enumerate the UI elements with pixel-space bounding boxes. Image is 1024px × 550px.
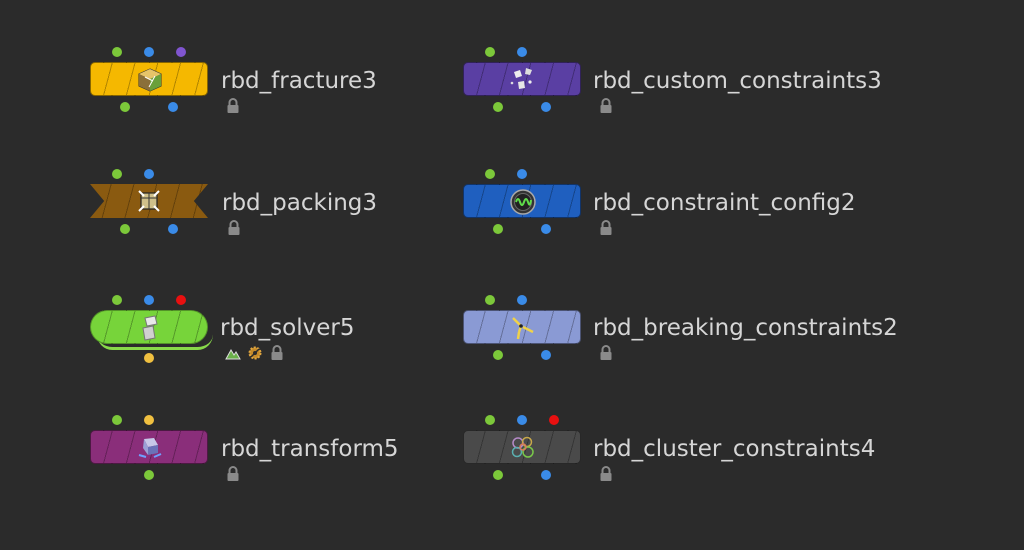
node-rbd-transform5[interactable] bbox=[90, 415, 212, 480]
node-flags bbox=[225, 466, 241, 482]
node-tile[interactable] bbox=[90, 310, 213, 350]
node-tile[interactable] bbox=[90, 62, 208, 96]
fracture-cube-icon bbox=[135, 65, 165, 95]
input-connector[interactable] bbox=[144, 415, 154, 425]
input-connector[interactable] bbox=[112, 47, 122, 57]
node-flags bbox=[598, 466, 614, 482]
node-rbd-constraint-config2[interactable] bbox=[463, 169, 585, 234]
output-connector[interactable] bbox=[493, 224, 503, 234]
output-connector[interactable] bbox=[144, 470, 154, 480]
input-connector[interactable] bbox=[517, 415, 527, 425]
node-label[interactable]: rbd_custom_constraints3 bbox=[593, 68, 882, 94]
output-connector[interactable] bbox=[120, 102, 130, 112]
mountain-icon[interactable] bbox=[225, 345, 241, 361]
output-connector[interactable] bbox=[493, 470, 503, 480]
output-connector[interactable] bbox=[168, 224, 178, 234]
input-connector[interactable] bbox=[517, 169, 527, 179]
input-connector[interactable] bbox=[485, 415, 495, 425]
node-tile[interactable] bbox=[463, 310, 581, 344]
input-connector[interactable] bbox=[112, 415, 122, 425]
node-flags bbox=[598, 345, 614, 361]
output-connector[interactable] bbox=[168, 102, 178, 112]
lock-icon[interactable] bbox=[598, 345, 614, 361]
break-link-icon bbox=[508, 313, 538, 343]
lock-icon[interactable] bbox=[225, 466, 241, 482]
node-rbd-packing3[interactable] bbox=[90, 169, 212, 234]
lock-icon[interactable] bbox=[598, 220, 614, 236]
node-label[interactable]: rbd_cluster_constraints4 bbox=[593, 436, 876, 462]
input-connector[interactable] bbox=[176, 295, 186, 305]
lock-icon[interactable] bbox=[269, 345, 285, 361]
node-label[interactable]: rbd_packing3 bbox=[222, 190, 378, 216]
node-tile[interactable] bbox=[463, 430, 581, 464]
node-rbd-cluster-constraints4[interactable] bbox=[463, 415, 585, 480]
solver-block-icon bbox=[135, 313, 165, 343]
node-label[interactable]: rbd_constraint_config2 bbox=[593, 190, 856, 216]
node-label[interactable]: rbd_solver5 bbox=[220, 315, 355, 341]
node-tile[interactable] bbox=[90, 184, 208, 218]
lock-icon[interactable] bbox=[226, 220, 242, 236]
output-connector[interactable] bbox=[541, 350, 551, 360]
input-connector[interactable] bbox=[485, 47, 495, 57]
input-connector[interactable] bbox=[112, 295, 122, 305]
package-icon bbox=[134, 186, 164, 216]
input-connector[interactable] bbox=[144, 47, 154, 57]
transform-cube-icon bbox=[135, 433, 165, 463]
lock-icon[interactable] bbox=[225, 98, 241, 114]
node-rbd-custom-constraints3[interactable] bbox=[463, 47, 585, 112]
node-flags bbox=[225, 98, 241, 114]
input-connector[interactable] bbox=[517, 295, 527, 305]
cluster-circles-icon bbox=[508, 433, 538, 463]
node-label[interactable]: rbd_breaking_constraints2 bbox=[593, 315, 898, 341]
node-tile[interactable] bbox=[463, 62, 581, 96]
node-rbd-breaking-constraints2[interactable] bbox=[463, 295, 585, 360]
node-rbd-solver5[interactable] bbox=[90, 295, 213, 363]
node-flags bbox=[598, 220, 614, 236]
input-connector[interactable] bbox=[144, 169, 154, 179]
output-connector[interactable] bbox=[144, 353, 154, 363]
output-connector[interactable] bbox=[541, 470, 551, 480]
input-connector[interactable] bbox=[112, 169, 122, 179]
input-connector[interactable] bbox=[485, 169, 495, 179]
input-connector[interactable] bbox=[485, 295, 495, 305]
node-tile[interactable] bbox=[463, 184, 581, 218]
output-connector[interactable] bbox=[541, 102, 551, 112]
node-flags bbox=[225, 345, 285, 361]
output-connector[interactable] bbox=[493, 350, 503, 360]
input-connector[interactable] bbox=[549, 415, 559, 425]
wave-circle-icon bbox=[508, 187, 538, 217]
node-label[interactable]: rbd_fracture3 bbox=[221, 68, 377, 94]
input-connector[interactable] bbox=[144, 295, 154, 305]
node-label[interactable]: rbd_transform5 bbox=[221, 436, 399, 462]
input-connector[interactable] bbox=[176, 47, 186, 57]
lock-icon[interactable] bbox=[598, 98, 614, 114]
debris-pieces-icon bbox=[508, 65, 538, 95]
output-connector[interactable] bbox=[120, 224, 130, 234]
node-flags bbox=[226, 220, 242, 236]
lock-icon[interactable] bbox=[598, 466, 614, 482]
node-rbd-fracture3[interactable] bbox=[90, 47, 212, 112]
input-connector[interactable] bbox=[517, 47, 527, 57]
output-connector[interactable] bbox=[493, 102, 503, 112]
gear-icon[interactable] bbox=[247, 345, 263, 361]
node-flags bbox=[598, 98, 614, 114]
node-tile[interactable] bbox=[90, 430, 208, 464]
output-connector[interactable] bbox=[541, 224, 551, 234]
